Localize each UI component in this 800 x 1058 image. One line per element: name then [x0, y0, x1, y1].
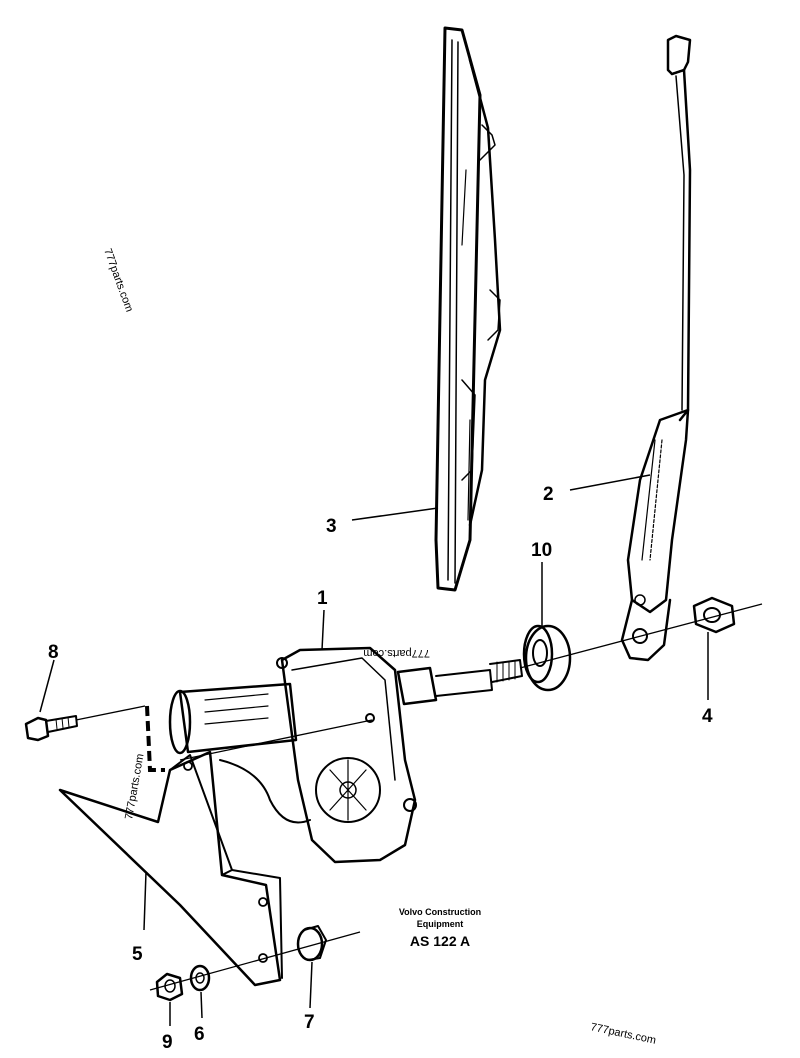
callout-7: 7 — [304, 1012, 315, 1033]
washer-part-7 — [296, 925, 327, 962]
caption-code: AS 122 A — [410, 933, 470, 949]
watermark-bottom-right: 777parts.com — [589, 1021, 657, 1047]
seal-part-10 — [522, 624, 572, 692]
callout-5: 5 — [132, 944, 143, 965]
watermark-top-left: 777parts.com — [101, 247, 135, 314]
callout-10: 10 — [531, 540, 552, 561]
caption-line-2: Equipment — [417, 919, 464, 929]
caption-line-1: Volvo Construction — [399, 907, 481, 917]
watermark-left-vertical: 777parts.com — [123, 753, 146, 821]
callout-8: 8 — [48, 642, 59, 663]
callout-4: 4 — [702, 706, 713, 727]
bolt-part-8 — [24, 715, 78, 742]
washer-part-6 — [189, 964, 211, 992]
nut-part-4 — [692, 596, 736, 634]
callout-2: 2 — [543, 484, 554, 505]
callout-6: 6 — [194, 1024, 205, 1045]
leader-lines — [39, 474, 709, 1026]
callout-9: 9 — [162, 1032, 173, 1053]
watermark-motor: 777parts.com — [363, 647, 430, 659]
callout-3: 3 — [326, 516, 337, 537]
bracket — [58, 705, 283, 987]
wiper-blade — [434, 26, 502, 592]
callout-1: 1 — [317, 588, 328, 609]
assembly-axis-lines — [75, 603, 763, 991]
wiper-arm — [620, 34, 692, 662]
wiper-motor — [168, 646, 523, 864]
